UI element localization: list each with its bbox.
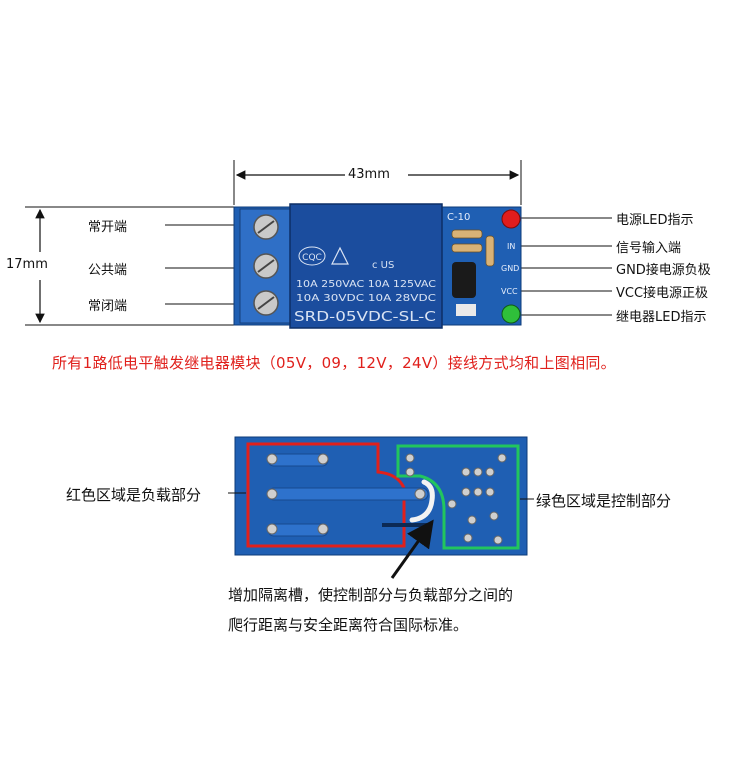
relay-model: SRD-05VDC-SL-C (294, 310, 436, 325)
height-dimension-label: 17mm (6, 257, 48, 272)
terminal-screws (253, 214, 279, 316)
pin-gnd-label: GND (501, 264, 519, 273)
trace-middle (267, 487, 429, 501)
isolation-slot (409, 479, 435, 523)
green-zone-label: 绿色区域是控制部分 (536, 492, 672, 510)
bottom-pcb-diagram: 红色区域是负载部分 绿色区域是控制部分 增加隔离槽，使控制部分与负载部分之间的 … (0, 400, 756, 756)
red-load-zone (246, 442, 406, 548)
relay-rating-line1: 10A 250VAC 10A 125VAC (296, 279, 436, 290)
warning-triangle-icon (331, 246, 349, 265)
resistor-2 (451, 243, 483, 253)
label-normally-open: 常开端 (88, 220, 128, 235)
relay-rating-line2: 10A 30VDC 10A 28VDC (296, 293, 436, 304)
label-normally-closed: 常闭端 (88, 299, 128, 314)
top-module-svg: CQC c US 10A 250VAC 10A 125VAC 10A 30VDC… (25, 160, 612, 329)
green-control-zone (396, 444, 520, 550)
relay-ul-mark: c US (372, 260, 394, 271)
power-led (501, 209, 521, 229)
width-dimension-label: 43mm (348, 167, 390, 182)
label-vcc: VCC接电源正极 (616, 286, 709, 301)
relay-body (289, 203, 443, 329)
cqc-logo (298, 246, 326, 266)
red-zone-label: 红色区域是负载部分 (66, 486, 202, 504)
relay-led (501, 304, 521, 324)
slot-note-line1: 增加隔离槽，使控制部分与负载部分之间的 (228, 586, 514, 604)
top-module-diagram: CQC c US 10A 250VAC 10A 125VAC 10A 30VDC… (6, 160, 711, 372)
resistor-1 (451, 229, 483, 239)
slot-arrow (390, 519, 434, 579)
bottom-pcb-svg (228, 436, 534, 579)
label-power-led: 电源LED指示 (616, 213, 694, 228)
resistor-3 (485, 235, 495, 267)
smd-component (456, 304, 476, 316)
label-signal-input: 信号输入端 (616, 241, 682, 256)
pin-in-label: IN (507, 242, 515, 251)
board-mark: C-10 (447, 212, 470, 223)
label-common: 公共端 (88, 263, 128, 278)
transistor (452, 262, 476, 298)
label-gnd: GND接电源负极 (616, 263, 711, 278)
solder-pads (266, 453, 507, 545)
relay-brand: CQC (302, 253, 322, 263)
compatibility-note: 所有1路低电平触发继电器模块（05V，09，12V，24V）接线方式均和上图相同… (52, 354, 616, 372)
slot-note-line2: 爬行距离与安全距离符合国际标准。 (228, 616, 469, 634)
pin-vcc-label: VCC (501, 287, 518, 296)
label-relay-led: 继电器LED指示 (616, 310, 707, 325)
